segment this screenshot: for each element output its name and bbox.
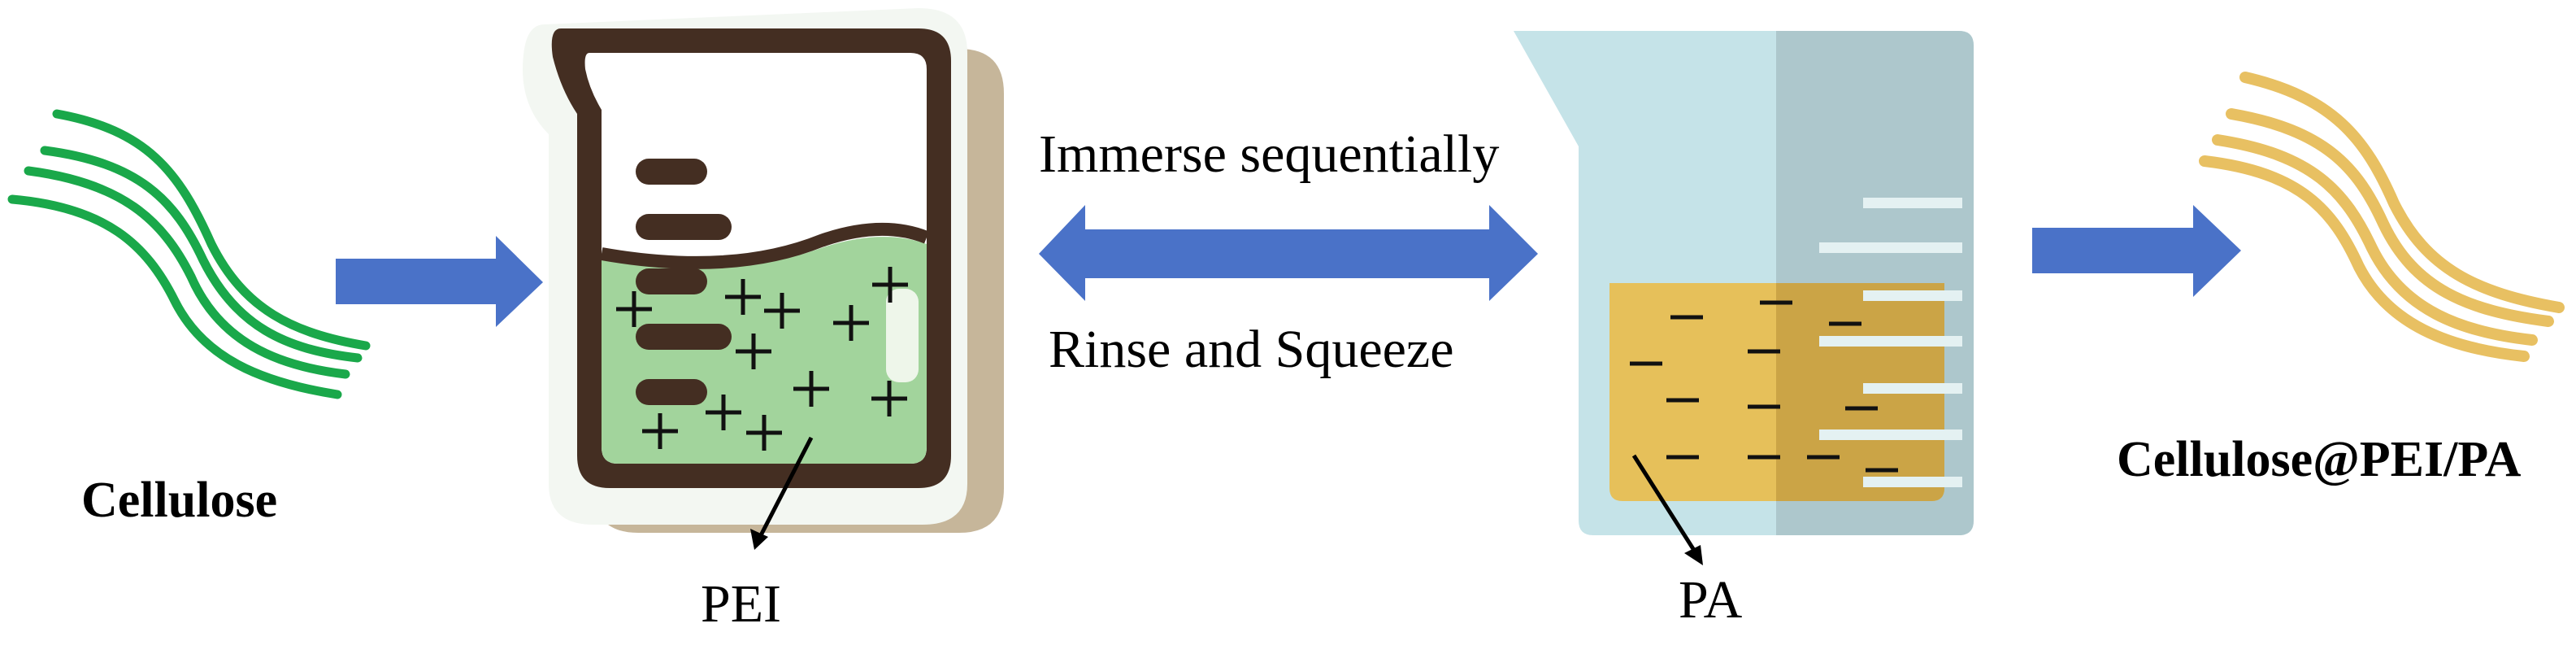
product-label: Cellulose@PEI/PA [2117, 432, 2522, 487]
double-arrow [1039, 205, 1538, 301]
cellulose-fiber-1 [52, 109, 371, 351]
pei-beaker-icon [523, 8, 1004, 533]
pei-pointer [750, 436, 814, 550]
pei-label: PEI [701, 574, 781, 634]
beaker-highlight [886, 289, 919, 382]
immerse-label: Immerse sequentially [1039, 124, 1500, 184]
pei-liquid-surface [600, 223, 929, 269]
pa-beaker-icon [1514, 31, 1974, 535]
pa-label: PA [1679, 570, 1743, 630]
product-fiber-1 [2239, 72, 2565, 313]
negative-charges [1630, 300, 1898, 473]
product-fiber-icon [2199, 72, 2565, 362]
measurement-marks [636, 159, 732, 405]
product-fiber-2 [2226, 108, 2554, 327]
pa-pointer [1631, 454, 1703, 565]
rinse-label: Rinse and Squeeze [1049, 320, 1454, 379]
arrow-to-product [2032, 205, 2241, 297]
arrow-to-pei [336, 236, 543, 327]
product-fiber-4 [2199, 155, 2530, 362]
cellulose-label: Cellulose [81, 473, 278, 528]
positive-charges [616, 267, 908, 451]
product-fiber-3 [2212, 134, 2538, 346]
cellulose-fiber-2 [40, 146, 363, 363]
cellulose-fiber-icon [7, 109, 371, 399]
cellulose-fiber-4 [7, 194, 342, 399]
pa-measurement-marks [1819, 198, 1962, 487]
cellulose-fiber-3 [24, 166, 350, 379]
